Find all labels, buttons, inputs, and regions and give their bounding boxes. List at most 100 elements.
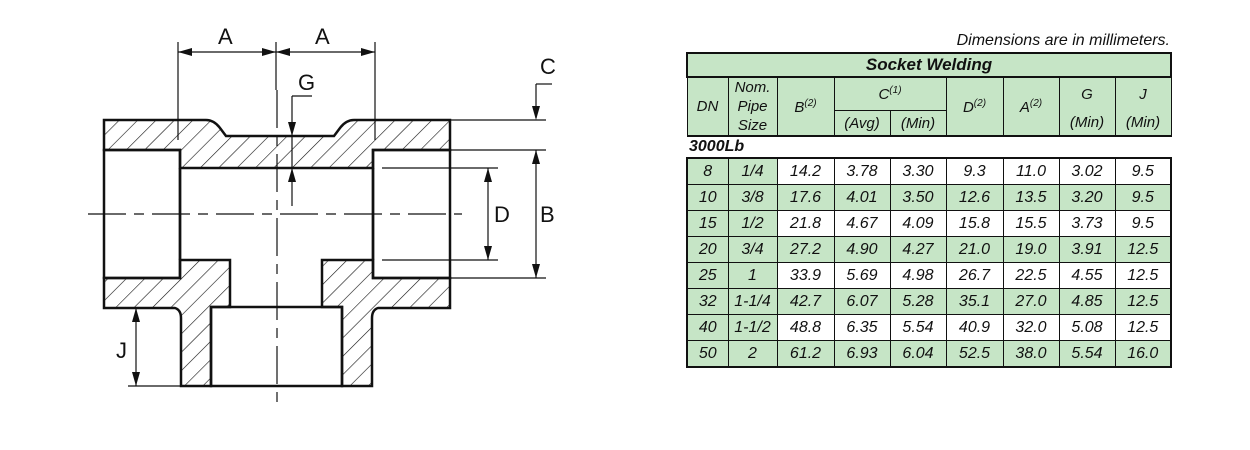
cell-d: 35.1 — [945, 288, 1004, 315]
cell-c-min: 6.04 — [889, 340, 947, 368]
header-a-label: A — [1019, 98, 1030, 116]
header-a-sup: (2) — [1029, 97, 1043, 109]
cell-c-avg: 5.69 — [833, 262, 891, 289]
cell-a: 13.5 — [1002, 184, 1060, 211]
cell-c-avg: 3.78 — [833, 157, 891, 185]
header-b-label: B — [794, 98, 805, 116]
cell-g: 4.85 — [1058, 288, 1116, 315]
header-c: C(1) — [833, 76, 947, 111]
cell-j: 9.5 — [1114, 184, 1173, 211]
header-d: D(2) — [945, 76, 1004, 137]
cell-b: 48.8 — [776, 314, 835, 341]
header-g: G — [1058, 76, 1116, 111]
cell-nom: 1/2 — [727, 210, 778, 237]
table-title: Socket Welding — [685, 52, 1173, 78]
header-nom-pipe-size: Nom. Pipe Size — [727, 76, 778, 137]
cell-a: 11.0 — [1002, 157, 1060, 185]
cell-a: 27.0 — [1002, 288, 1060, 315]
cell-b: 61.2 — [776, 340, 835, 368]
cell-j: 12.5 — [1114, 288, 1173, 315]
cell-dn: 20 — [686, 236, 729, 263]
cell-b: 21.8 — [776, 210, 835, 237]
header-dn: DN — [686, 76, 729, 137]
cell-dn: 40 — [686, 314, 729, 341]
socket-welding-table: Socket Welding DN Nom. Pipe Size B(2) C(… — [685, 52, 1173, 368]
cell-g: 3.73 — [1058, 210, 1116, 237]
cell-j: 12.5 — [1114, 236, 1173, 263]
cell-c-avg: 4.90 — [833, 236, 891, 263]
tee-cross-section-svg: A A G C D B J — [88, 24, 556, 402]
cell-g: 3.20 — [1058, 184, 1116, 211]
header-nom-line3: Size — [737, 117, 768, 134]
right-bottom-wall — [320, 258, 452, 388]
cell-c-min: 4.27 — [889, 236, 947, 263]
header-g-min: (Min) — [1058, 110, 1116, 137]
dim-label-g: G — [298, 70, 315, 95]
cell-a: 22.5 — [1002, 262, 1060, 289]
cell-b: 17.6 — [776, 184, 835, 211]
cell-c-avg: 6.93 — [833, 340, 891, 368]
dim-label-d: D — [494, 202, 510, 227]
cell-g: 5.08 — [1058, 314, 1116, 341]
dimension-g — [288, 95, 312, 206]
dimension-j — [128, 307, 181, 387]
cell-dn: 50 — [686, 340, 729, 368]
cell-c-avg: 4.01 — [833, 184, 891, 211]
cell-j: 9.5 — [1114, 157, 1173, 185]
cell-j: 12.5 — [1114, 314, 1173, 341]
cell-c-avg: 6.35 — [833, 314, 891, 341]
cell-c-avg: 4.67 — [833, 210, 891, 237]
cell-nom: 1 — [727, 262, 778, 289]
cell-dn: 25 — [686, 262, 729, 289]
cell-b: 14.2 — [776, 157, 835, 185]
header-b: B(2) — [776, 76, 835, 137]
cell-a: 15.5 — [1002, 210, 1060, 237]
cell-c-min: 4.09 — [889, 210, 947, 237]
dim-label-j: J — [116, 338, 127, 363]
cell-c-min: 4.98 — [889, 262, 947, 289]
header-nom-line1: Nom. — [734, 79, 771, 96]
cell-dn: 15 — [686, 210, 729, 237]
cell-dn: 32 — [686, 288, 729, 315]
cell-g: 3.91 — [1058, 236, 1116, 263]
header-nom-line2: Pipe — [737, 98, 768, 115]
cell-a: 32.0 — [1002, 314, 1060, 341]
cell-dn: 10 — [686, 184, 729, 211]
center-lines — [88, 90, 462, 402]
cell-d: 40.9 — [945, 314, 1004, 341]
cell-d: 52.5 — [945, 340, 1004, 368]
cell-j: 12.5 — [1114, 262, 1173, 289]
cell-g: 5.54 — [1058, 340, 1116, 368]
cell-nom: 1/4 — [727, 157, 778, 185]
cell-c-min: 5.28 — [889, 288, 947, 315]
cell-c-min: 5.54 — [889, 314, 947, 341]
cell-d: 12.6 — [945, 184, 1004, 211]
dim-label-b: B — [540, 202, 555, 227]
cell-d: 15.8 — [945, 210, 1004, 237]
cell-a: 19.0 — [1002, 236, 1060, 263]
cell-nom: 1-1/2 — [727, 314, 778, 341]
header-j: J — [1114, 76, 1172, 111]
header-a: A(2) — [1002, 76, 1060, 137]
cell-d: 26.7 — [945, 262, 1004, 289]
cell-j: 9.5 — [1114, 210, 1173, 237]
dimension-d — [382, 167, 498, 261]
cell-c-min: 3.50 — [889, 184, 947, 211]
cell-nom: 2 — [727, 340, 778, 368]
cell-nom: 1-1/4 — [727, 288, 778, 315]
tee-fitting-drawing: A A G C D B J — [88, 24, 556, 402]
units-note: Dimensions are in millimeters. — [956, 32, 1170, 49]
cell-g: 3.02 — [1058, 157, 1116, 185]
cell-dn: 8 — [686, 157, 729, 185]
cell-b: 42.7 — [776, 288, 835, 315]
cell-nom: 3/4 — [727, 236, 778, 263]
cell-d: 9.3 — [945, 157, 1004, 185]
